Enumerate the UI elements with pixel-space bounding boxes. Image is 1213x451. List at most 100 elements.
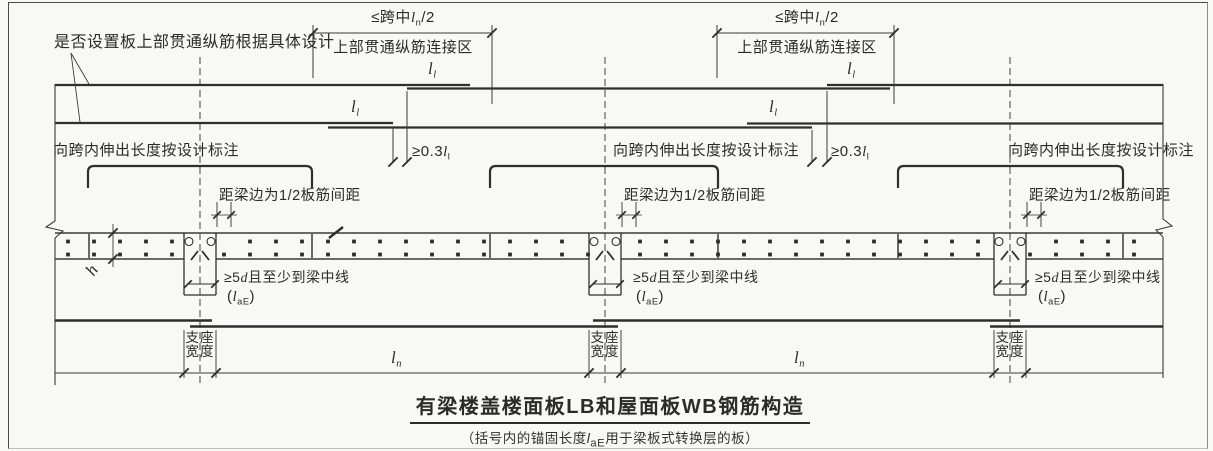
anchorage-note: ≥5d且至少到梁中线 [633, 269, 759, 286]
lap-length-label: ll [769, 97, 778, 119]
sheet-border [8, 2, 1208, 449]
rebar-dot [144, 239, 148, 244]
lap-length-label: ll [428, 59, 437, 81]
rebar-dot [742, 252, 746, 257]
dimension-tick [617, 210, 627, 220]
rebar-dot [872, 252, 876, 257]
dimension-tick [631, 210, 641, 220]
rebar-dot [300, 239, 304, 244]
rebar-dot [170, 252, 174, 257]
dimension-tick [993, 279, 1003, 289]
midspan-dimension-label: ≤跨中ln/2 [775, 9, 839, 28]
dimension-tick [210, 367, 222, 379]
rebar-dot [794, 239, 798, 244]
dimension-tick [387, 156, 399, 168]
slab-top-tick [328, 226, 344, 239]
dimension-tick [1020, 279, 1030, 289]
rebar-dot [404, 252, 408, 257]
rebar-dot [352, 239, 356, 244]
bottom-bar-hook [190, 250, 199, 261]
dimension-tick [183, 279, 193, 289]
rebar-dot [690, 239, 694, 244]
support-details [66, 27, 1136, 383]
rebar-dot [820, 239, 824, 244]
rebar-dot [222, 252, 226, 257]
stagger-label: ≥0.3ll [412, 143, 451, 162]
lap-length-label: ll [351, 97, 360, 119]
rebar-dot [326, 239, 330, 244]
rebar-dot [404, 239, 408, 244]
rebar-dot [976, 252, 980, 257]
dimension-tick [888, 27, 900, 39]
net-span-label: ln [391, 348, 402, 370]
dimension-tick [1022, 210, 1032, 220]
distribution-bar-circle [206, 236, 216, 247]
extension-note: 向跨内伸出长度按设计标注 [613, 142, 800, 159]
extension-note: 向跨内伸出长度按设计标注 [53, 142, 240, 159]
dimension-tick [401, 156, 413, 168]
rebar-dot [534, 252, 538, 257]
dimension-tick [615, 279, 625, 289]
title-block: 有梁楼盖楼面板LB和屋面板WB钢筋构造 （括号内的锚固长度laE用于梁板式转换层… [295, 390, 925, 450]
rebar-dot [118, 239, 122, 244]
bottom-bar-hook [201, 250, 210, 261]
dimension-tick [107, 253, 119, 265]
extension-note: 向跨内伸出长度按设计标注 [1008, 142, 1195, 159]
dimension-tick [711, 27, 723, 39]
slab-outline [55, 232, 1163, 260]
rebar-dot [326, 252, 330, 257]
dimension-tick [178, 367, 190, 379]
negative-bar-hook-ends [88, 234, 1124, 258]
rebar-dot [352, 252, 356, 257]
rebar-dot [378, 239, 382, 244]
net-span-label: ln [794, 348, 805, 370]
dimension-tick [588, 279, 598, 289]
rebar-dot [248, 239, 252, 244]
anchorage-length-paren: (laE) [636, 288, 665, 307]
rebar-dot [482, 252, 486, 257]
top-bar-layer-1 [55, 83, 1163, 90]
rebar-dot [1080, 239, 1084, 244]
rebar-dot [560, 252, 564, 257]
rebar-dot [690, 252, 694, 257]
lap-length-label: ll [847, 59, 856, 81]
stagger-dimension [392, 91, 828, 163]
support-top-bar-hooked [86, 164, 1125, 188]
rebar-dot [846, 239, 850, 244]
dimension-tick [821, 156, 833, 168]
rebar-dot [274, 239, 278, 244]
rebar-dot [664, 239, 668, 244]
dimension-tick [226, 210, 236, 220]
rebar-dot [300, 252, 304, 257]
rebar-dot [118, 252, 122, 257]
rebar-dot [1054, 252, 1058, 257]
dimension-tick [212, 210, 222, 220]
rebar-dot [768, 252, 772, 257]
rebar-dot [638, 239, 642, 244]
rebar-dot [1132, 239, 1136, 244]
rebar-dot [950, 239, 954, 244]
dimension-tick [307, 27, 319, 39]
support-width-label: 支座 宽度 [590, 330, 620, 359]
rebar-dot [664, 252, 668, 257]
rebar-dot [430, 239, 434, 244]
midspan-dimension-label: ≤跨中ln/2 [371, 9, 435, 28]
bottom-bar-hook [606, 250, 615, 261]
bottom-bar-hook [1000, 250, 1009, 261]
top-note-leader [70, 52, 90, 123]
first-bar-spacing-note: 距梁边为1/2板筋间距 [219, 188, 361, 204]
rebar-dot [560, 239, 564, 244]
distribution-bar-circle [589, 236, 599, 247]
dimension-tick [1020, 367, 1032, 379]
anchorage-note: ≥5d且至少到梁中线 [1035, 269, 1161, 286]
rebar-dot [456, 252, 460, 257]
dimension-tick [583, 367, 595, 379]
rebar-dot [92, 239, 96, 244]
dimension-tick [210, 279, 220, 289]
bottom-bars [55, 319, 1163, 328]
stagger-label: ≥0.3ll [831, 143, 870, 162]
rebar-dot [534, 239, 538, 244]
support-width-label: 支座 宽度 [995, 330, 1025, 359]
rebar-dot [1080, 252, 1084, 257]
